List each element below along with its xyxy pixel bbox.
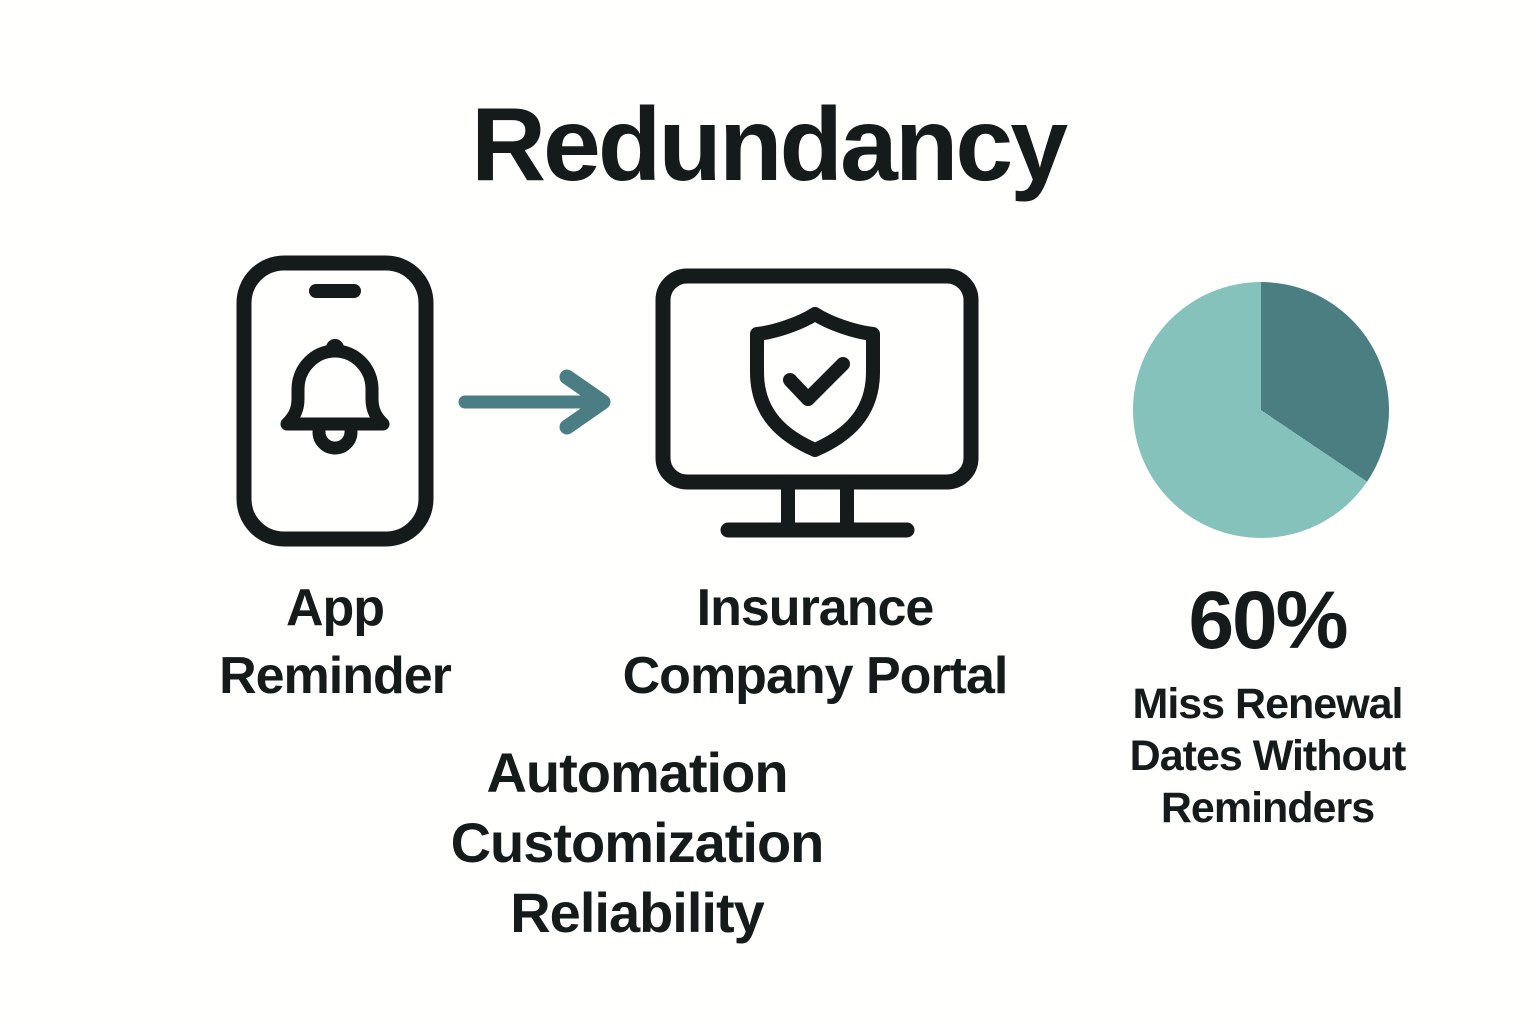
stat-value: 60%	[1188, 575, 1348, 666]
feature-customization: Customization	[450, 811, 825, 874]
stat-caption-line2: Dates Without	[1129, 732, 1407, 780]
insurance-portal-line2: Company Portal	[622, 647, 1009, 705]
insurance-portal-label: Insurance Company Portal	[590, 574, 1040, 710]
insurance-portal-line1: Insurance	[696, 579, 935, 637]
pie-chart	[1133, 282, 1389, 538]
app-reminder-line2: Reminder	[219, 647, 452, 705]
bell-icon	[280, 344, 390, 431]
stat-caption: Miss Renewal Dates Without Reminders	[1070, 678, 1465, 834]
check-icon	[783, 357, 850, 406]
feature-list: Automation Customization Reliability	[387, 738, 887, 948]
stat-caption-line3: Reminders	[1160, 784, 1375, 832]
monitor-screen	[655, 268, 979, 490]
arrow-right-icon	[458, 369, 611, 435]
feature-automation: Automation	[486, 741, 788, 804]
app-reminder-label: App Reminder	[160, 574, 510, 710]
smartphone-notification-bell-icon	[236, 255, 434, 547]
stat-caption-line1: Miss Renewal	[1132, 680, 1404, 728]
phone-body	[236, 255, 434, 547]
app-reminder-line1: App	[285, 579, 385, 637]
bell-clapper	[312, 425, 358, 455]
shield-icon	[750, 307, 880, 457]
feature-reliability: Reliability	[510, 881, 765, 944]
phone-notch	[309, 284, 361, 298]
page-title: Redundancy	[470, 87, 1068, 203]
monitor-shield-check-icon	[655, 268, 979, 538]
